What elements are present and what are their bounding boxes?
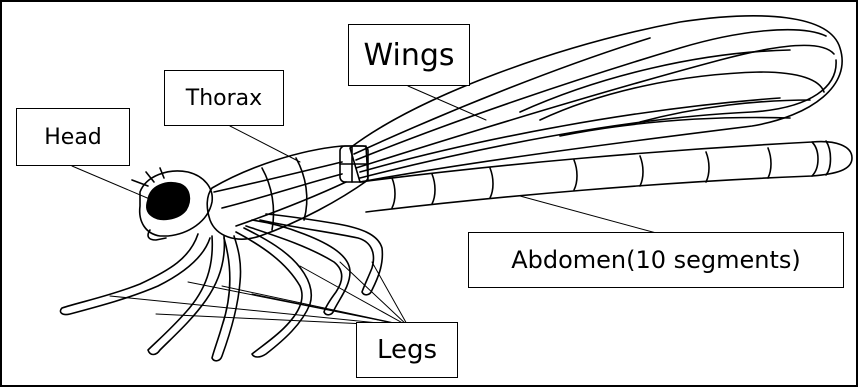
wings-label: Wings xyxy=(348,24,470,86)
legs-illustration xyxy=(60,214,382,361)
legs-label: Legs xyxy=(356,322,458,378)
head-label: Head xyxy=(16,108,130,166)
thorax-label: Thorax xyxy=(164,70,284,126)
abdomen-illustration xyxy=(360,141,852,212)
abdomen-label: Abdomen(10 segments) xyxy=(468,232,844,288)
head-illustration xyxy=(132,168,212,240)
